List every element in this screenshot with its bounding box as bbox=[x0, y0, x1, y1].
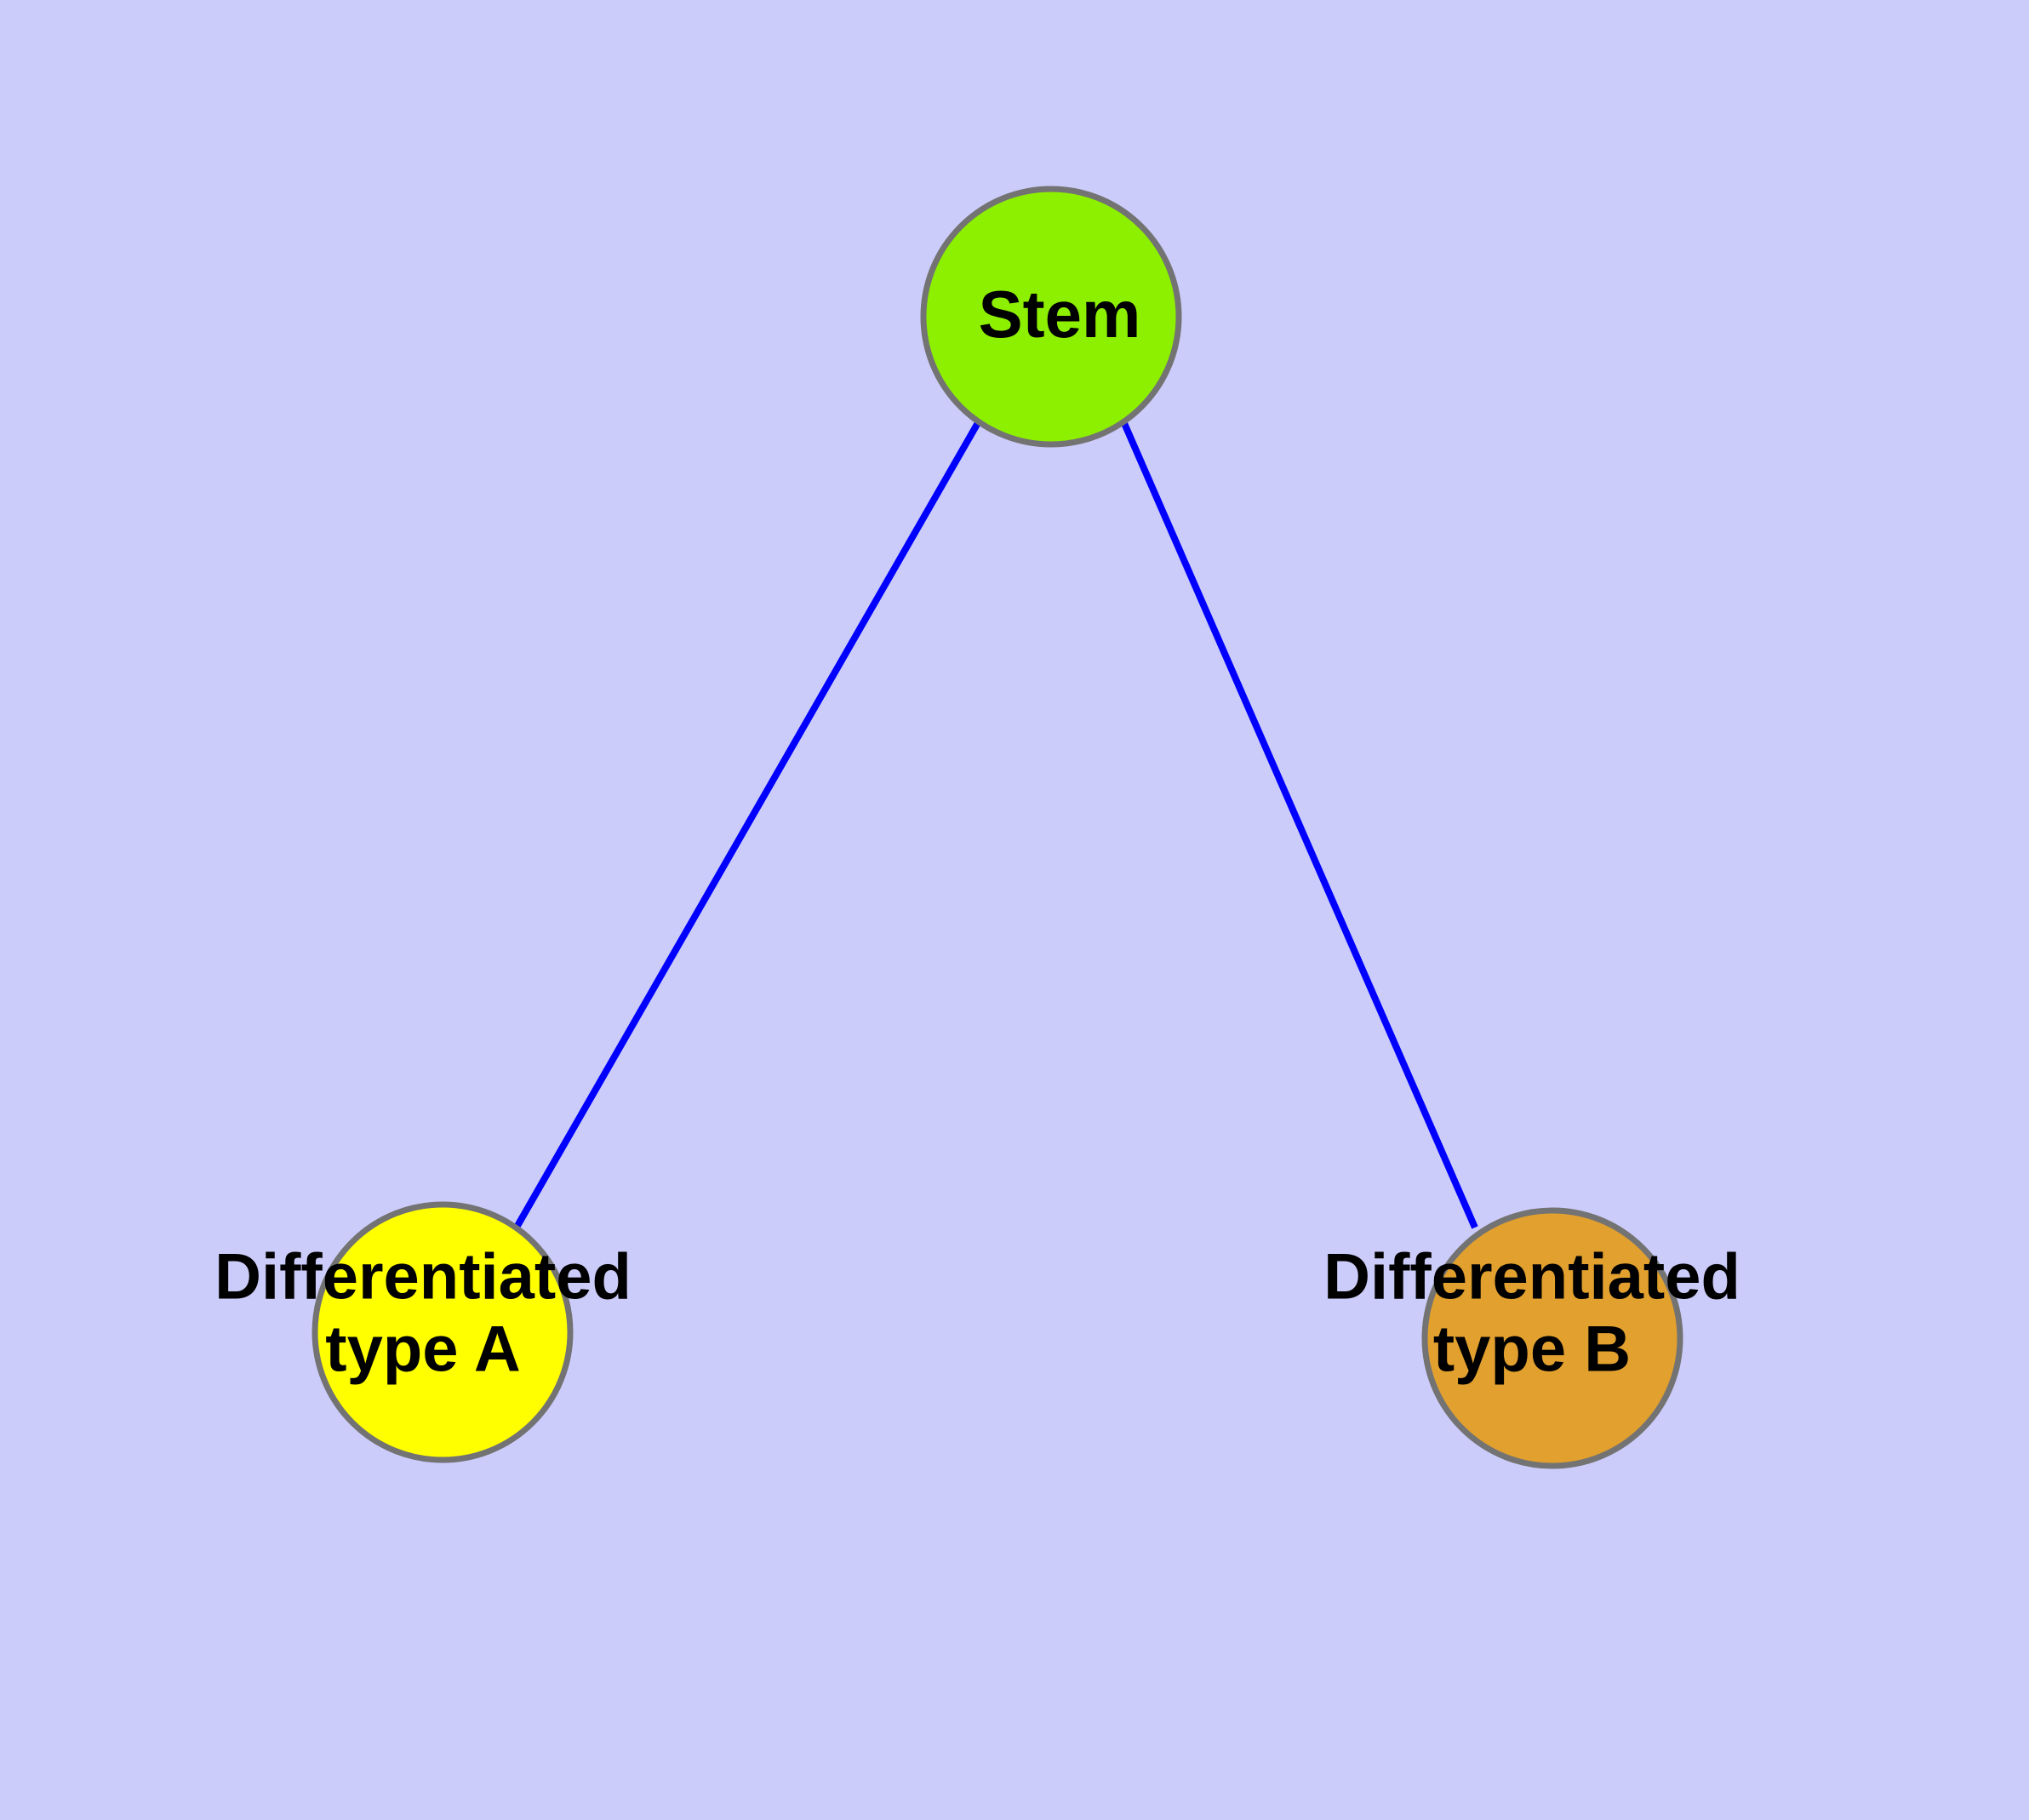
graph-node-label-line: Stem bbox=[979, 277, 1141, 352]
graph-node-diff-b[interactable] bbox=[1421, 1207, 1683, 1469]
graph-node-label-line: Differentiated bbox=[1323, 1241, 1740, 1313]
nodes-group bbox=[311, 186, 1683, 1469]
graph-node-diff-a[interactable] bbox=[311, 1201, 574, 1463]
graph-edge-stem-to-diff-a bbox=[514, 420, 982, 1228]
edges-group bbox=[514, 420, 1478, 1229]
graph-node-label-stem: Stem bbox=[979, 277, 1141, 352]
graph-edge-stem-to-diff-b bbox=[1120, 420, 1478, 1229]
graph-node-label-line: type A bbox=[325, 1313, 520, 1386]
graph-node-stem[interactable] bbox=[920, 186, 1182, 448]
graph-node-label-line: Differentiated bbox=[214, 1241, 632, 1313]
graph-node-label-line: type B bbox=[1433, 1313, 1631, 1386]
